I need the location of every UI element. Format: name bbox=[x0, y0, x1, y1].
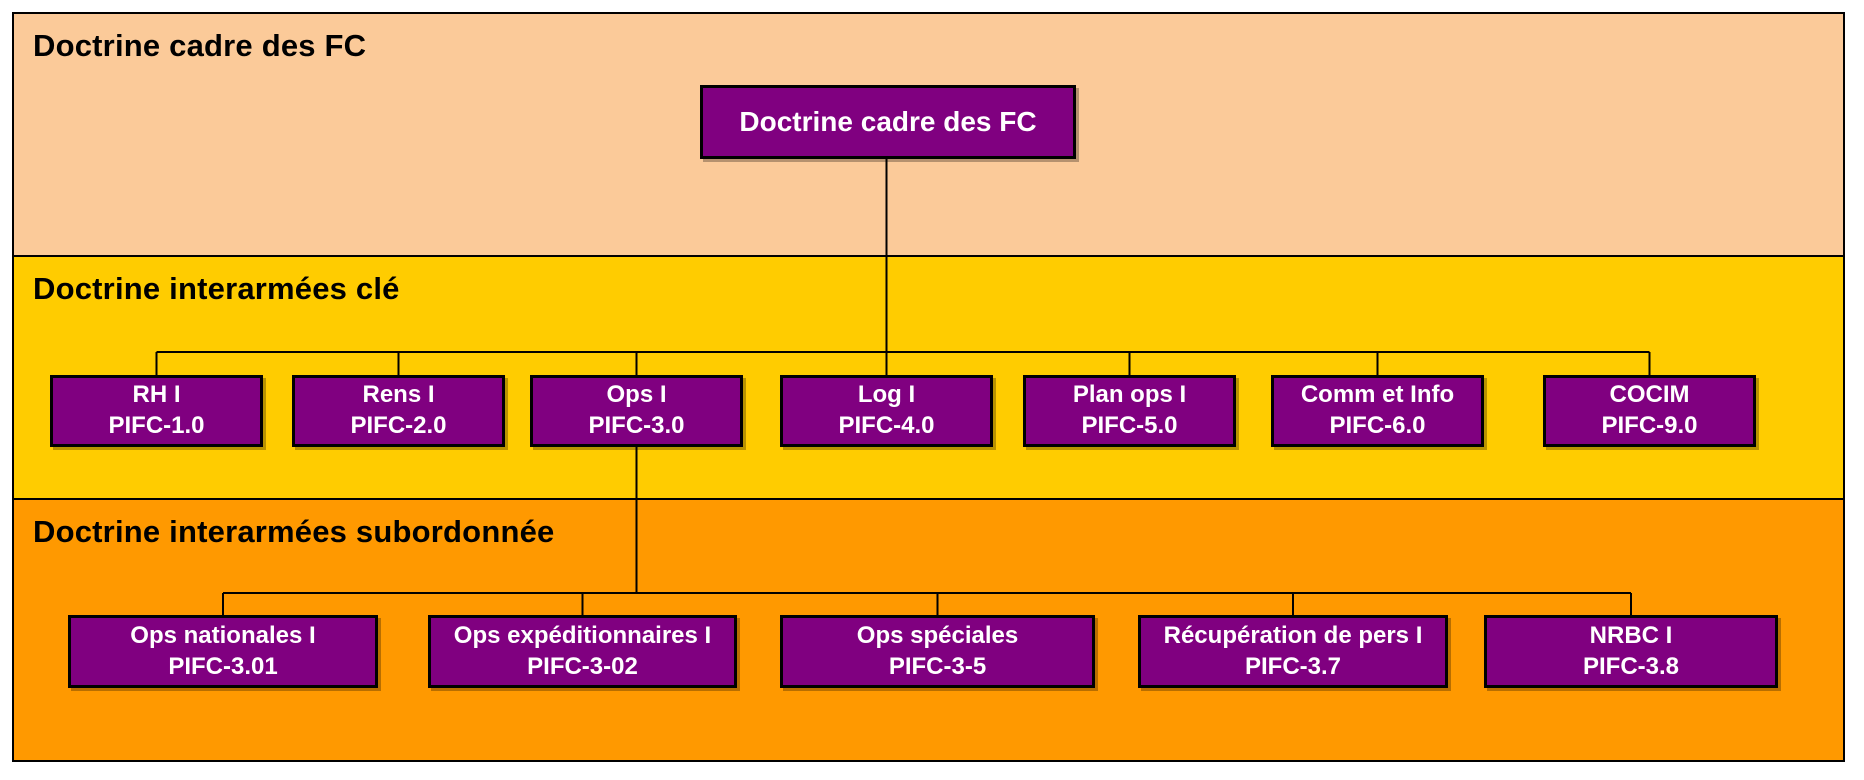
node-title: Ops expéditionnaires I bbox=[453, 621, 712, 649]
node-doctrine-cadre-fc: Doctrine cadre des FC bbox=[700, 85, 1076, 159]
node-title: NRBC I bbox=[1589, 621, 1673, 649]
node-pifc-2-0: Rens I PIFC-2.0 bbox=[292, 375, 505, 447]
node-title: Ops spéciales bbox=[856, 621, 1019, 649]
node-title: Log I bbox=[857, 381, 916, 409]
node-code: PIFC-3-5 bbox=[888, 652, 987, 680]
node-code: PIFC-3.01 bbox=[168, 652, 278, 680]
node-pifc-1-0: RH I PIFC-1.0 bbox=[50, 375, 263, 447]
node-pifc-5-0: Plan ops I PIFC-5.0 bbox=[1023, 375, 1236, 447]
node-title: Doctrine cadre des FC bbox=[739, 106, 1037, 138]
node-pifc-3-01: Ops nationales I PIFC-3.01 bbox=[68, 615, 378, 688]
band-keystone-heading: Doctrine interarmées clé bbox=[33, 271, 400, 306]
node-title: Ops nationales I bbox=[130, 621, 316, 649]
node-code: PIFC-4.0 bbox=[838, 412, 935, 439]
node-code: PIFC-3.0 bbox=[588, 412, 685, 439]
node-title: Ops I bbox=[606, 381, 667, 409]
node-code: PIFC-1.0 bbox=[108, 412, 205, 439]
node-code: PIFC-2.0 bbox=[350, 412, 447, 439]
node-code: PIFC-5.0 bbox=[1081, 412, 1178, 439]
node-title: Plan ops I bbox=[1072, 381, 1187, 409]
band-subordinate-heading: Doctrine interarmées subordonnée bbox=[33, 514, 555, 549]
node-title: RH I bbox=[132, 381, 181, 409]
node-title: Rens I bbox=[362, 381, 435, 409]
node-title: Comm et Info bbox=[1300, 381, 1455, 409]
node-pifc-3-8: NRBC I PIFC-3.8 bbox=[1484, 615, 1778, 688]
node-code: PIFC-9.0 bbox=[1601, 412, 1698, 439]
node-code: PIFC-6.0 bbox=[1329, 412, 1426, 439]
band-framework-heading: Doctrine cadre des FC bbox=[33, 28, 367, 63]
node-pifc-9-0: COCIM PIFC-9.0 bbox=[1543, 375, 1756, 447]
node-code: PIFC-3.7 bbox=[1244, 652, 1342, 680]
node-pifc-3-0: Ops I PIFC-3.0 bbox=[530, 375, 743, 447]
node-code: PIFC-3-02 bbox=[527, 652, 638, 680]
node-pifc-3-02: Ops expéditionnaires I PIFC-3-02 bbox=[428, 615, 737, 688]
node-pifc-3-5: Ops spéciales PIFC-3-5 bbox=[780, 615, 1095, 688]
node-title: Récupération de pers I bbox=[1163, 621, 1423, 649]
node-pifc-3-7: Récupération de pers I PIFC-3.7 bbox=[1138, 615, 1448, 688]
node-pifc-6-0: Comm et Info PIFC-6.0 bbox=[1271, 375, 1484, 447]
node-pifc-4-0: Log I PIFC-4.0 bbox=[780, 375, 993, 447]
node-title: COCIM bbox=[1609, 381, 1690, 409]
node-code: PIFC-3.8 bbox=[1582, 652, 1680, 680]
